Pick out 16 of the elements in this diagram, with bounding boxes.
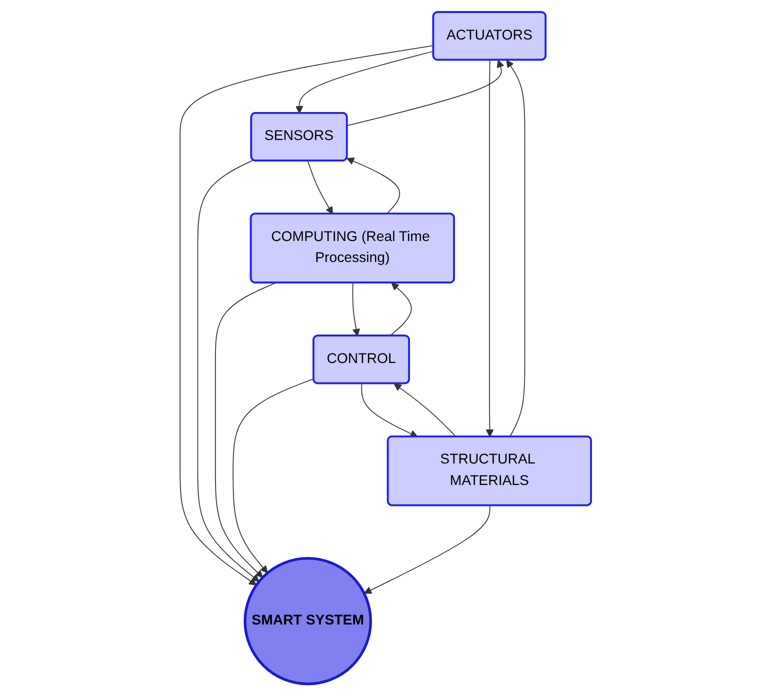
- arrow: [389, 282, 412, 336]
- arrow: [307, 160, 333, 214]
- arrow: [364, 505, 490, 594]
- arrow: [214, 282, 276, 578]
- arrow: [486, 60, 494, 438]
- arrow: [361, 383, 418, 438]
- arrow: [394, 383, 456, 438]
- arrow: [506, 60, 526, 438]
- arrow: [295, 50, 434, 114]
- node-circle: SMART SYSTEM: [244, 556, 372, 686]
- arrow: [352, 282, 360, 336]
- arrow: [197, 160, 260, 582]
- arrow: [180, 45, 434, 586]
- arrow: [232, 378, 314, 574]
- arrow: [346, 60, 504, 126]
- arrow: [346, 158, 400, 214]
